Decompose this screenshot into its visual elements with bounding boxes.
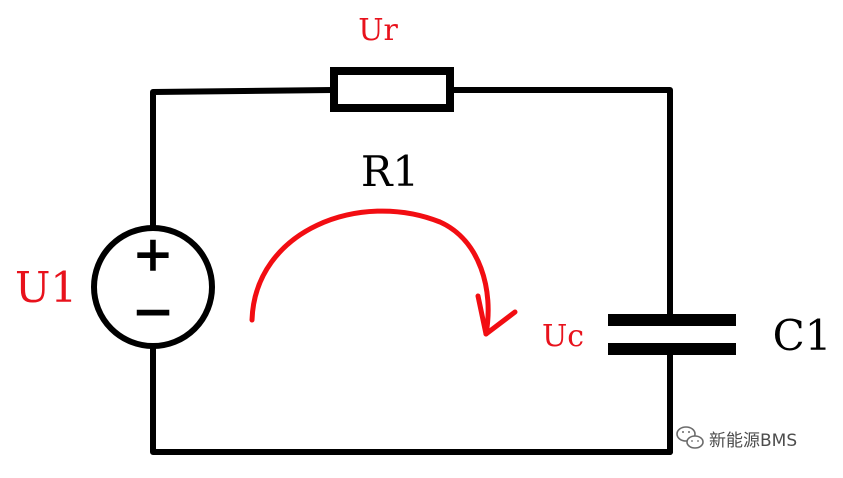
wire-bottom (150, 343, 673, 455)
circuit-wires (150, 87, 673, 455)
wire-top-left (150, 87, 336, 231)
source-circle (91, 225, 215, 349)
arrow-head (475, 293, 518, 337)
voltage-source-u1: + − (91, 224, 215, 349)
label-u1: U1 (15, 263, 77, 312)
label-r1: R1 (361, 147, 419, 196)
resistor-r1 (330, 67, 454, 112)
arrow-arc (249, 208, 491, 337)
capacitor-c1 (608, 314, 736, 355)
source-minus-sign: − (131, 281, 175, 342)
wechat-icon (676, 426, 704, 449)
label-c1: C1 (773, 311, 832, 360)
watermark-text: 新能源BMS (709, 431, 797, 451)
label-uc: Uc (542, 319, 584, 354)
current-direction-arrow (249, 208, 518, 337)
watermark: 新能源BMS (676, 426, 797, 451)
source-plus-sign: + (132, 224, 174, 283)
label-ur: Ur (358, 13, 398, 48)
wire-top-right (448, 87, 673, 321)
